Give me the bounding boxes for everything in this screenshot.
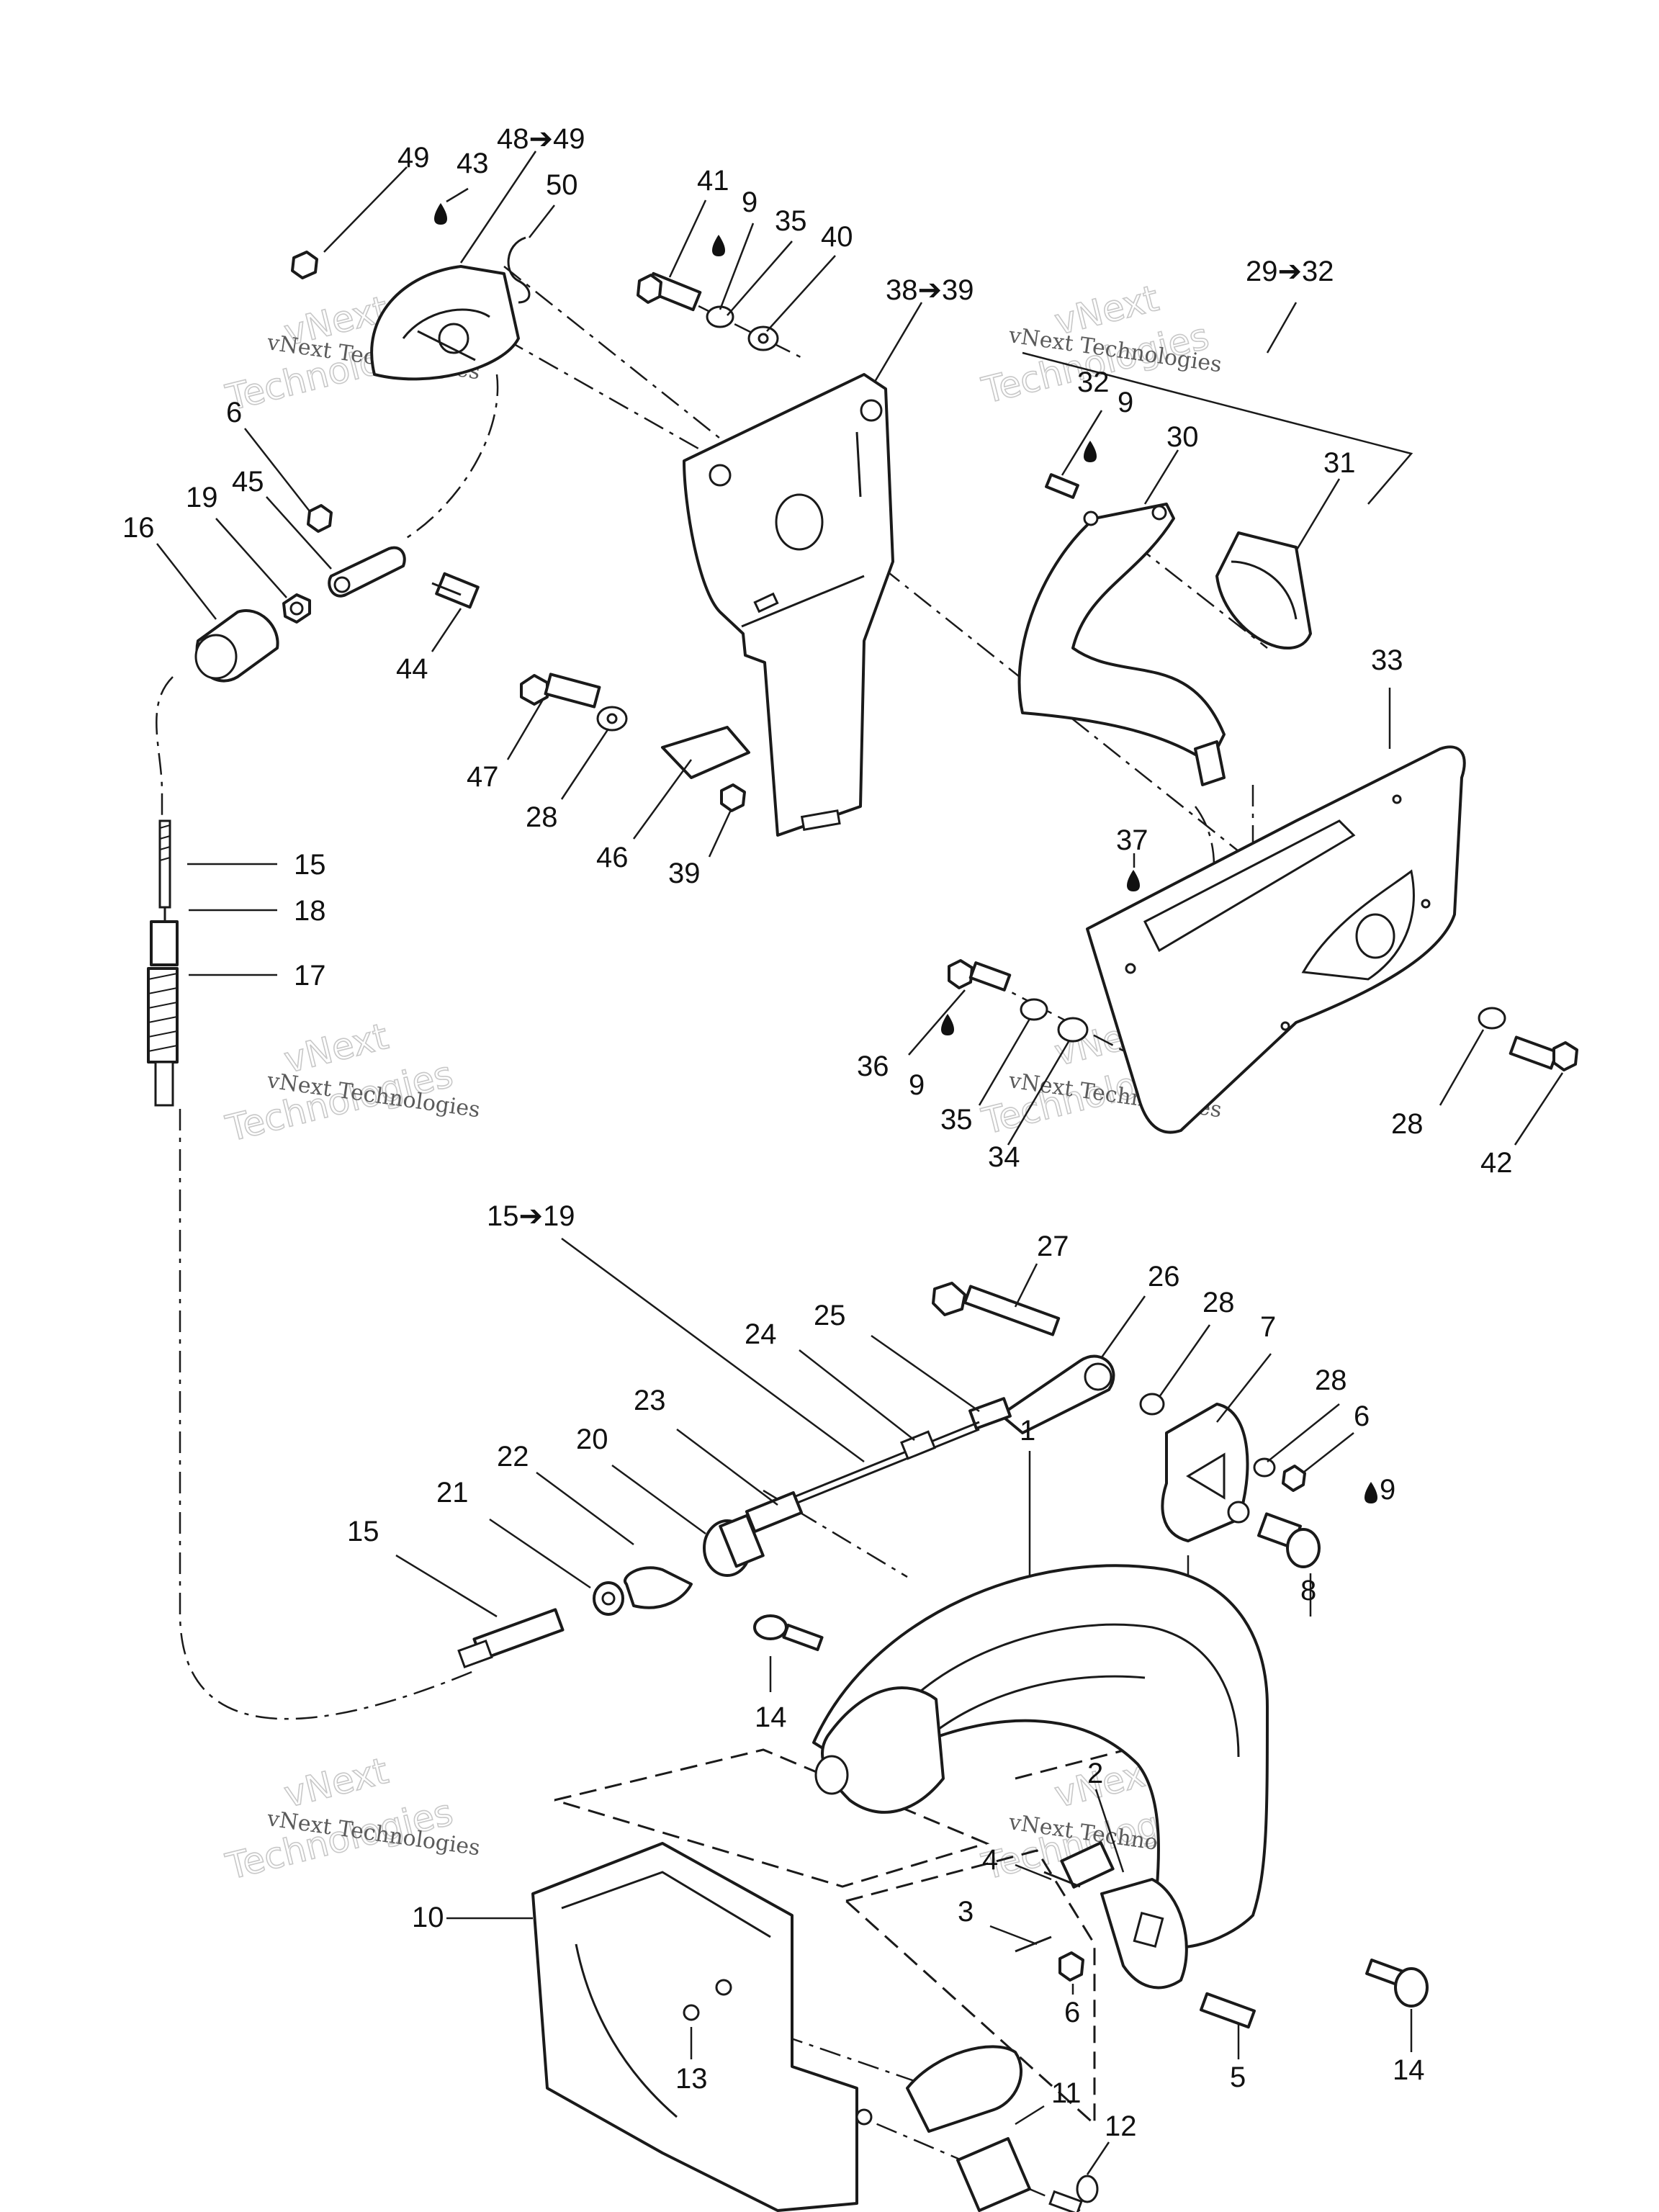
callout-26: 26 bbox=[1148, 1261, 1180, 1292]
callout-28: 28 bbox=[526, 801, 558, 833]
callout-2: 2 bbox=[1087, 1758, 1103, 1789]
lower-housing bbox=[531, 1842, 1099, 2212]
callout-38-39: 38➔39 bbox=[886, 274, 974, 306]
side-cover bbox=[1086, 745, 1466, 1134]
callout-17: 17 bbox=[294, 960, 326, 992]
hinge-parts bbox=[1015, 1841, 1429, 2029]
callout-44: 44 bbox=[396, 653, 428, 685]
callout-40: 40 bbox=[821, 221, 853, 253]
drop-icon bbox=[1127, 870, 1140, 891]
watermark-group-3: vNext Technologies vNext Technologies bbox=[221, 1015, 482, 1150]
callout-7: 7 bbox=[1260, 1311, 1276, 1343]
callout-9: 9 bbox=[1118, 387, 1133, 418]
callout-33: 33 bbox=[1371, 644, 1403, 676]
callout-3: 3 bbox=[958, 1896, 974, 1928]
callout-50: 50 bbox=[546, 169, 578, 201]
control-cable bbox=[147, 819, 179, 1107]
callout-49: 49 bbox=[397, 142, 430, 174]
callout-36: 36 bbox=[857, 1051, 889, 1082]
main-bracket bbox=[683, 373, 894, 837]
threadlock-markers bbox=[434, 203, 1377, 1503]
drop-icon bbox=[1364, 1482, 1377, 1503]
callout-14: 14 bbox=[755, 1701, 787, 1733]
callout-6: 6 bbox=[1064, 1997, 1080, 2028]
bracket-fasteners bbox=[520, 271, 779, 812]
callout-13: 13 bbox=[675, 2063, 708, 2095]
watermark-line1: vNext bbox=[280, 1750, 392, 1816]
pedal-assembly bbox=[1017, 473, 1312, 786]
callout-48-49: 48➔49 bbox=[497, 123, 585, 155]
callout-9: 9 bbox=[909, 1069, 925, 1101]
callout-28: 28 bbox=[1315, 1364, 1347, 1396]
callout-27: 27 bbox=[1037, 1231, 1069, 1262]
callout-15: 15 bbox=[294, 849, 326, 881]
watermark-group-5: vNext Technologies vNext Technologies bbox=[221, 1749, 482, 1888]
callout-23: 23 bbox=[634, 1385, 666, 1416]
callout-6: 6 bbox=[1354, 1401, 1370, 1432]
cable-linkage bbox=[457, 1282, 1115, 1669]
callout-28: 28 bbox=[1202, 1287, 1235, 1318]
callout-25: 25 bbox=[814, 1300, 846, 1331]
callout-19: 19 bbox=[186, 482, 218, 513]
drop-icon bbox=[1084, 441, 1097, 462]
callout-29-32: 29➔32 bbox=[1246, 256, 1334, 287]
callout-18: 18 bbox=[294, 895, 326, 927]
callout-35: 35 bbox=[775, 205, 807, 237]
fender bbox=[812, 1564, 1269, 1949]
callout-9: 9 bbox=[742, 186, 757, 218]
shift-lever-assembly bbox=[194, 236, 531, 683]
callout-15-19: 15➔19 bbox=[487, 1200, 575, 1232]
callout-labels: 49 43 48➔49 50 41 9 35 40 38➔39 29➔32 32… bbox=[122, 123, 1513, 2142]
drop-icon bbox=[434, 203, 447, 225]
callout-9: 9 bbox=[1380, 1474, 1395, 1506]
callout-16: 16 bbox=[122, 512, 155, 544]
small-bracket bbox=[753, 1393, 1321, 1652]
callout-45: 45 bbox=[232, 466, 264, 498]
cover-fasteners bbox=[948, 959, 1578, 1071]
callout-28: 28 bbox=[1391, 1108, 1424, 1140]
callout-1: 1 bbox=[1020, 1415, 1035, 1447]
callout-21: 21 bbox=[436, 1477, 469, 1509]
callout-15: 15 bbox=[347, 1516, 379, 1547]
callout-24: 24 bbox=[745, 1318, 777, 1350]
callout-22: 22 bbox=[497, 1441, 529, 1473]
callout-34: 34 bbox=[988, 1141, 1020, 1173]
drop-icon bbox=[941, 1014, 954, 1035]
callout-39: 39 bbox=[668, 858, 701, 889]
callout-43: 43 bbox=[457, 148, 489, 179]
callout-35: 35 bbox=[940, 1104, 973, 1136]
callout-4: 4 bbox=[982, 1844, 998, 1876]
callout-12: 12 bbox=[1105, 2110, 1137, 2142]
callout-10: 10 bbox=[412, 1902, 444, 1933]
callout-11: 11 bbox=[1051, 2077, 1082, 2109]
callout-20: 20 bbox=[576, 1424, 608, 1455]
callout-5: 5 bbox=[1230, 2062, 1246, 2093]
callout-14: 14 bbox=[1393, 2054, 1425, 2086]
callout-37: 37 bbox=[1116, 824, 1148, 856]
callout-32: 32 bbox=[1077, 367, 1110, 398]
drop-icon bbox=[712, 235, 725, 256]
callout-8: 8 bbox=[1300, 1575, 1316, 1606]
callout-46: 46 bbox=[596, 842, 629, 873]
callout-30: 30 bbox=[1166, 421, 1199, 453]
callout-42: 42 bbox=[1480, 1147, 1513, 1179]
callout-31: 31 bbox=[1323, 447, 1356, 479]
leader-lines bbox=[156, 150, 1564, 2175]
callout-41: 41 bbox=[697, 165, 729, 197]
callout-47: 47 bbox=[467, 761, 499, 793]
callout-6: 6 bbox=[226, 397, 242, 428]
